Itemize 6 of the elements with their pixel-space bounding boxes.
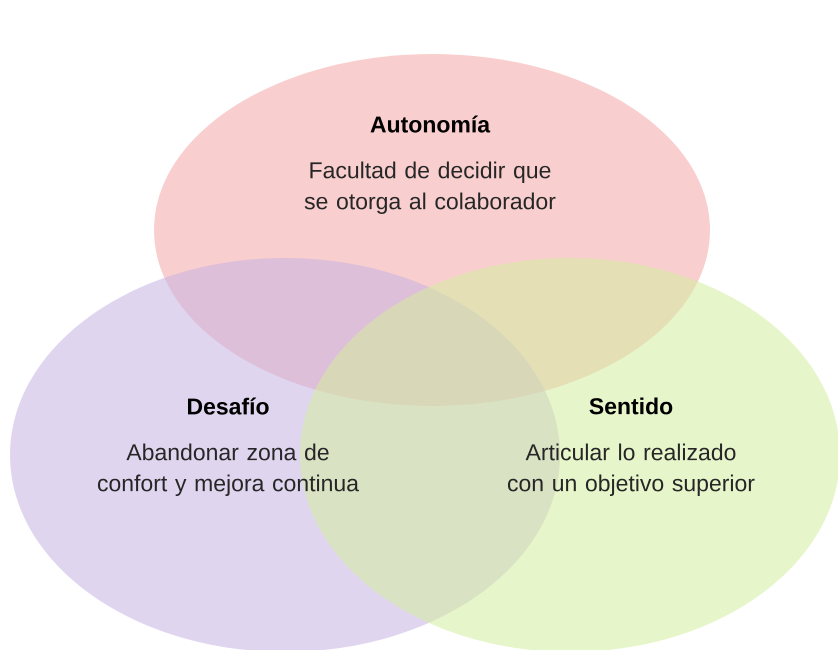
description: Articular lo realizado con un objetivo superior [508,444,755,496]
heading: Desafío [188,398,269,415]
heading: Autonomía [370,116,490,133]
description: Facultad de decidir que se otorga al colaborador [304,162,556,214]
description: Abandonar zona de confort y mejora continua [98,444,359,496]
heading: Sentido [590,398,672,414]
